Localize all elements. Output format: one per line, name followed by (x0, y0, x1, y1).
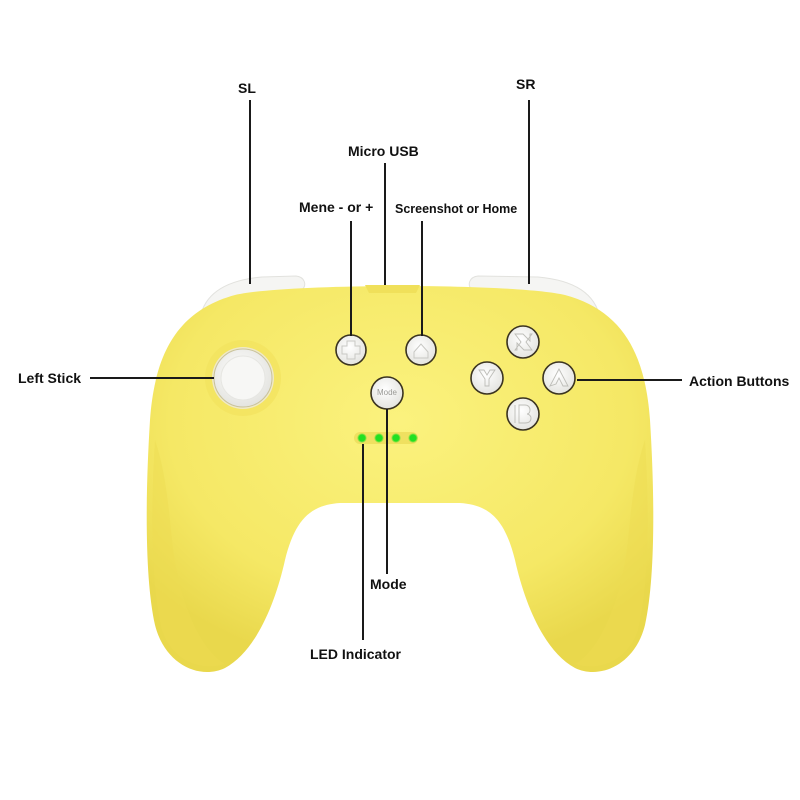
mode-label: Mode (370, 576, 407, 592)
home-button (405, 334, 437, 366)
action-buttons (470, 325, 576, 431)
y-button (470, 361, 504, 395)
screenshot-home-label: Screenshot or Home (395, 202, 518, 216)
left-stick (205, 340, 281, 416)
menu-button (335, 334, 367, 366)
sl-label: SL (238, 80, 256, 96)
left-stick-leader-line (90, 377, 214, 379)
sl-leader-line (249, 100, 251, 284)
sr-leader-line (528, 100, 530, 284)
x-button (506, 325, 540, 359)
b-button (506, 397, 540, 431)
led-indicator-leader-line (362, 444, 364, 640)
controller-body (146, 286, 654, 673)
micro-usb-leader-line (384, 163, 386, 285)
action-buttons-label: Action Buttons (689, 373, 790, 389)
micro-usb-port (365, 285, 420, 293)
a-button (542, 361, 576, 395)
micro-usb-label: Micro USB (348, 143, 419, 159)
screenshot-home-leader-line (421, 221, 423, 336)
menu-leader-line (350, 221, 352, 336)
menu-label: Mene - or + (299, 199, 374, 215)
left-stick-label: Left Stick (18, 370, 82, 386)
action-buttons-leader-line (577, 379, 682, 381)
sr-label: SR (516, 76, 536, 92)
mode-leader-line (386, 409, 388, 574)
led-indicator-label: LED Indicator (310, 646, 402, 662)
mode-button-label: Mode (376, 388, 397, 397)
